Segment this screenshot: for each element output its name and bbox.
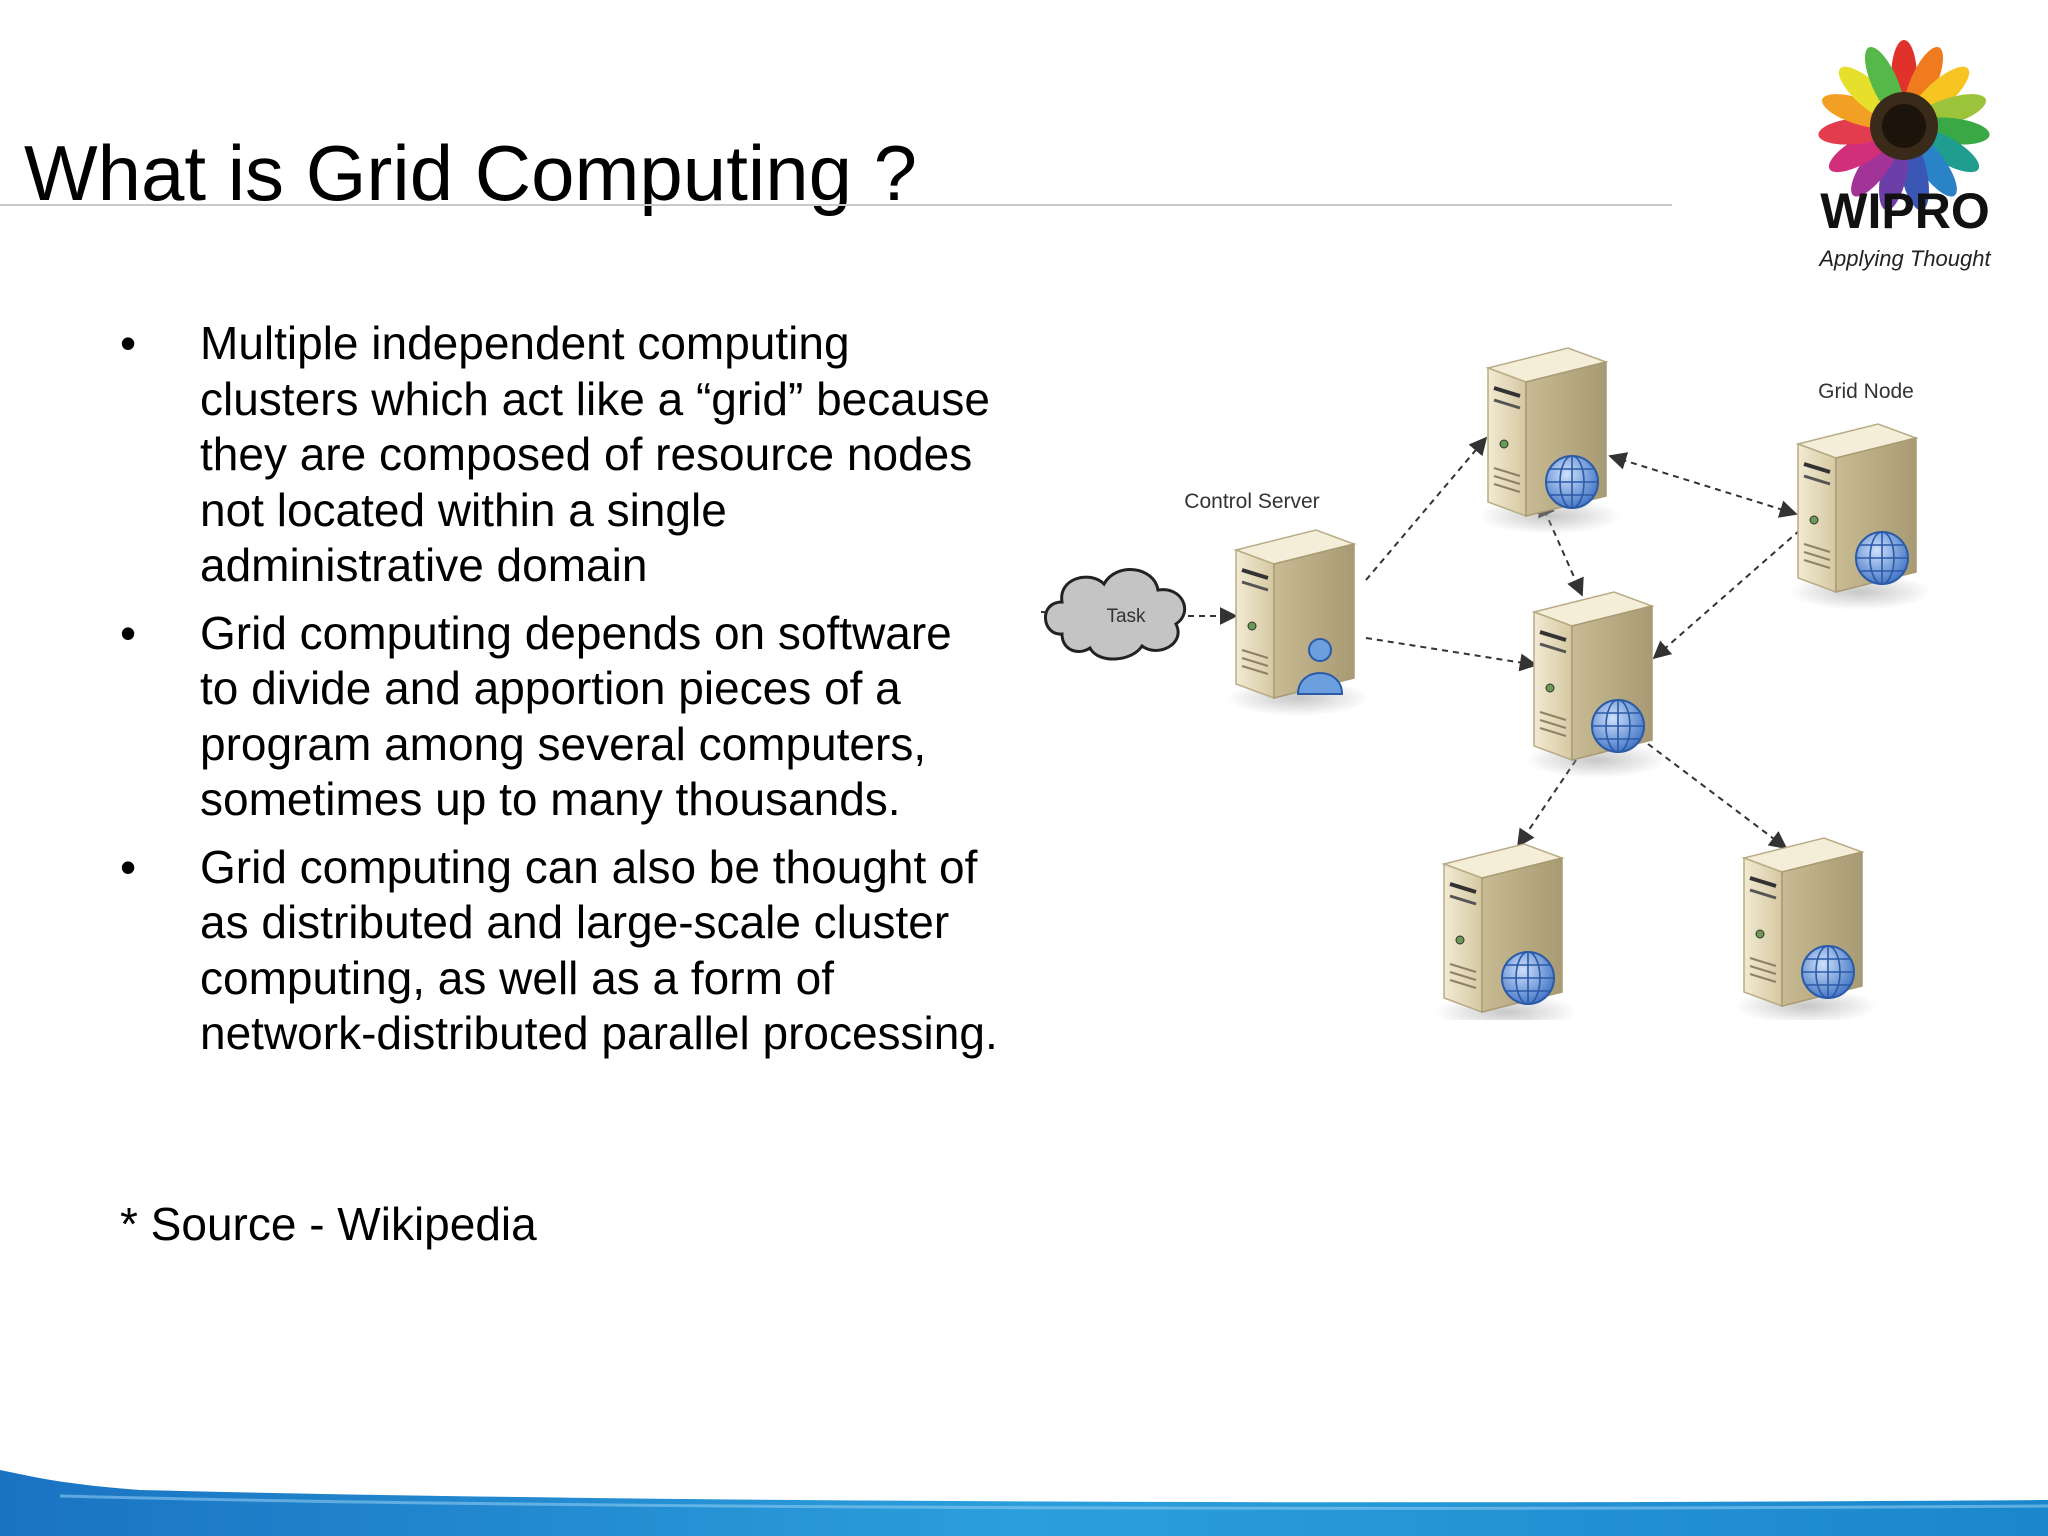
user-icon [1296, 638, 1344, 695]
grid-node-bottom-left [1432, 842, 1580, 1020]
footer-wave [0, 1470, 2048, 1536]
bullet-item: • Multiple independent computing cluster… [120, 316, 1000, 594]
source-note: * Source - Wikipedia [120, 1198, 537, 1250]
bullet-item: • Grid computing can also be thought of … [120, 840, 1000, 1062]
bullet-text: Grid computing can also be thought of as… [200, 840, 998, 1060]
title-divider [0, 204, 1672, 206]
logo-wordmark: WIPRO [1820, 183, 1989, 239]
globe-icon [1801, 945, 1855, 999]
bullet-text: Grid computing depends on software to di… [200, 606, 952, 826]
grid-node-center [1522, 590, 1670, 780]
sunflower-icon [1818, 40, 1990, 211]
grid-node-bottom-right [1732, 836, 1880, 1020]
globe-icon [1855, 531, 1909, 585]
control-server-label: Control Server [1184, 490, 1319, 513]
center-to-bottom-right-arrow [1647, 743, 1788, 850]
bullet-list: • Multiple independent computing cluster… [120, 316, 1000, 1074]
right-to-center-node-arrow [1652, 529, 1801, 660]
bullet-text: Multiple independent computing clusters … [200, 317, 990, 591]
control-to-top-node-arrow [1365, 436, 1488, 581]
grid-node-top [1476, 346, 1624, 536]
top-to-right-node-arrow [1608, 452, 1798, 518]
grid-node-right [1786, 422, 1934, 612]
globe-icon [1591, 699, 1645, 753]
bullet-icon: • [120, 317, 137, 369]
grid-computing-diagram: Task Control Server Grid Node [1040, 346, 1934, 1020]
task-cloud-icon: Task [1044, 568, 1187, 661]
control-to-center-node-arrow [1365, 637, 1538, 672]
globe-icon [1501, 951, 1555, 1005]
bullet-icon: • [120, 606, 137, 659]
bullet-icon: • [120, 840, 137, 893]
slide-title: What is Grid Computing ? [24, 129, 918, 217]
bullet-item: • Grid computing depends on software to … [120, 606, 1000, 828]
grid-node-label: Grid Node [1818, 380, 1914, 403]
task-label: Task [1106, 606, 1146, 627]
control-server [1224, 528, 1372, 718]
logo-tagline: Applying Thought [1817, 246, 1991, 271]
wipro-logo: WIPRO Applying Thought [1817, 40, 1992, 271]
globe-icon [1545, 455, 1599, 509]
